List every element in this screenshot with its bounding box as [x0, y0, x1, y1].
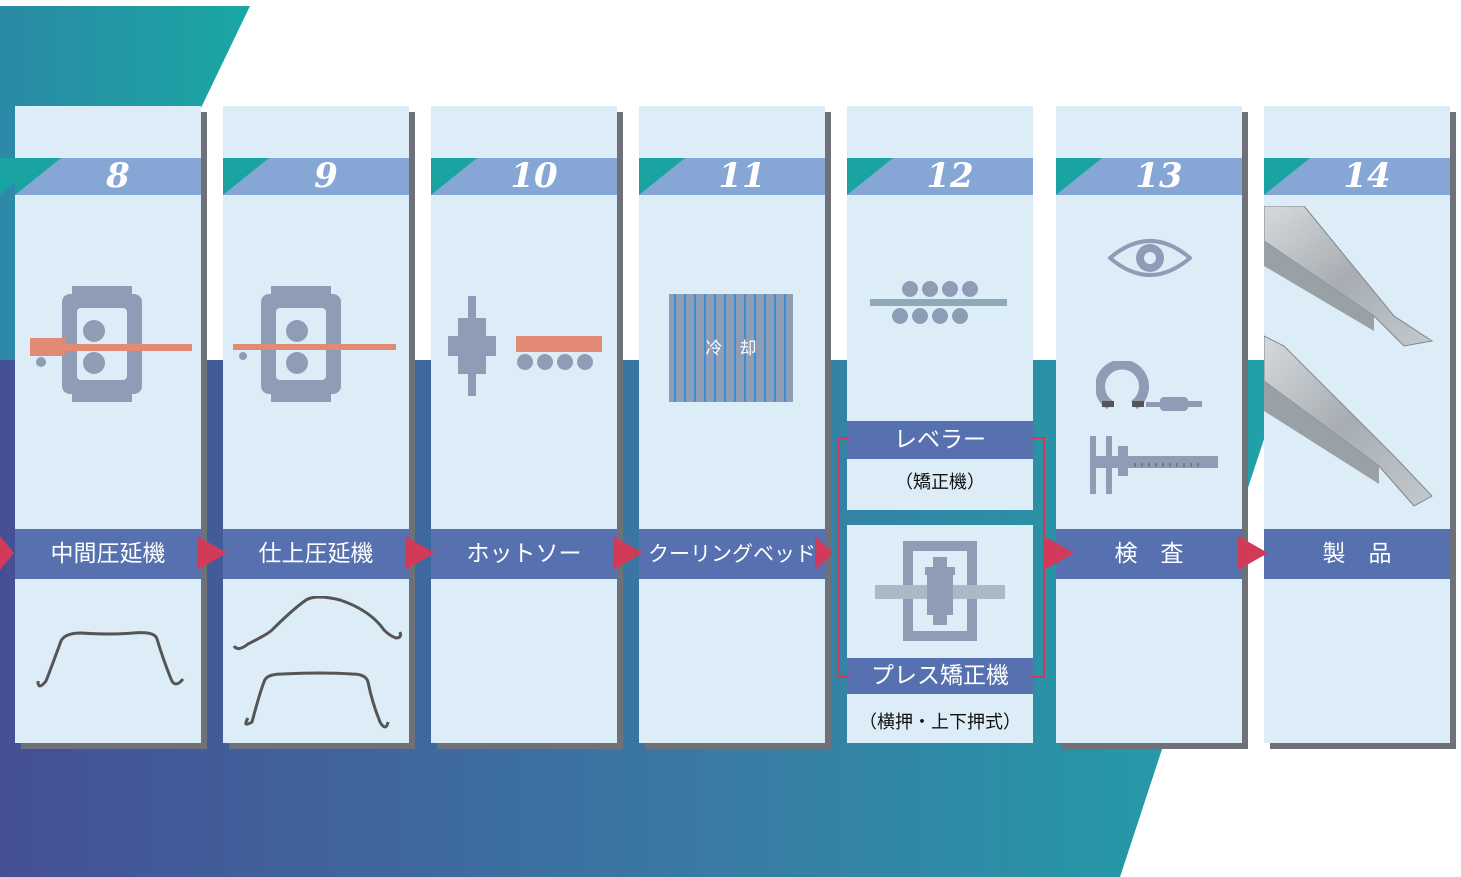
flow-arrow-icon [815, 536, 833, 570]
rolling-mill-icon [30, 286, 192, 402]
finished-sheet-pile-icon [1264, 206, 1434, 507]
flow-arrow-icon [197, 536, 227, 570]
step-panel-12: 12 レベラー （矯正機） プレス矯正機 （横押・上下押式） [847, 106, 1033, 743]
step-panel-14: 14 製 品 [1264, 106, 1450, 743]
step-panel-13: 13 検 査 [1056, 106, 1242, 743]
caliper-icon [1090, 436, 1218, 494]
hot-saw-icon [448, 296, 602, 396]
flow-arrow-icon [405, 536, 435, 570]
step-panel-10: 10 ホットソー [431, 106, 617, 743]
step-label: 仕上圧延機 [223, 529, 409, 579]
teal-accent-icon [431, 158, 477, 195]
sheet-pile-profile-icon [232, 596, 402, 729]
step-number-bar: 13 [1056, 158, 1242, 195]
teal-accent-icon [847, 158, 893, 195]
press-straightener-icon [875, 541, 1005, 641]
press-straightener-label: プレス矯正機 [847, 658, 1033, 694]
leveler-note: （矯正機） [895, 472, 985, 493]
sheet-pile-profile-icon [36, 631, 185, 688]
step-number: 14 [1343, 156, 1391, 196]
step-number: 10 [510, 156, 558, 196]
flow-arrow-icon [1044, 536, 1074, 570]
teal-accent-icon [1264, 158, 1310, 195]
step-number-bar: 12 [847, 158, 1033, 195]
step-label: 中間圧延機 [15, 529, 201, 579]
step-number-bar: 10 [431, 158, 617, 195]
eye-icon [1108, 239, 1192, 277]
step-number-bar: 9 [223, 158, 409, 195]
finishing-mill-icon [233, 286, 396, 402]
step-label: ホットソー [431, 529, 617, 579]
step-panel-9: 9 仕上圧延機 [223, 106, 409, 743]
options-bracket [837, 437, 1045, 678]
step-number: 8 [106, 156, 130, 196]
teal-accent-icon [223, 158, 269, 195]
leveler-label: レベラー [847, 421, 1033, 459]
step-number: 9 [314, 156, 338, 196]
leveler-roll-icon [870, 281, 1007, 324]
press-straightener-note: （横押・上下押式） [859, 712, 1021, 733]
step-number: 13 [1135, 156, 1183, 196]
teal-accent-icon [639, 158, 685, 195]
step-label: クーリングベッド [639, 529, 825, 579]
flow-arrow-icon [613, 536, 643, 570]
step-label: 製 品 [1264, 529, 1450, 579]
step-number-bar: 11 [639, 158, 825, 195]
flow-arrow-icon [0, 536, 14, 570]
step-number: 11 [718, 156, 766, 196]
flow-arrow-icon [1238, 536, 1268, 570]
cooling-label: 冷 却 [706, 339, 757, 359]
ultrasonic-probe-icon [1096, 361, 1202, 411]
step-panel-8: 8 中間圧延機 [15, 106, 201, 743]
teal-accent-icon [0, 158, 46, 195]
teal-accent-icon [1056, 158, 1102, 195]
step-label: 検 査 [1056, 529, 1242, 579]
cooling-bed-icon: 冷 却 [669, 294, 793, 402]
step-number: 12 [926, 156, 974, 196]
step-number-bar: 14 [1264, 158, 1450, 195]
step-panel-11: 11 冷 却 クーリングベッド [639, 106, 825, 743]
